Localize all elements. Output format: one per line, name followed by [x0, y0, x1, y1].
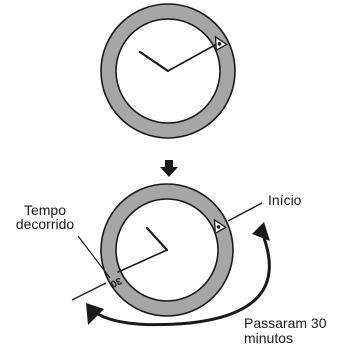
start-tick-line: [228, 203, 262, 221]
arrowhead-top-icon: [252, 222, 270, 241]
watch-before: [101, 4, 235, 138]
arrowhead-bottom-icon: [86, 303, 104, 325]
inicio-label: Início: [268, 193, 301, 207]
elapsed-tick-line: [72, 283, 106, 300]
minutos-label: minutos: [244, 331, 293, 345]
tempo-label: Tempo: [4, 203, 86, 217]
decorrido-label: decorrido: [4, 217, 86, 231]
watch-after: 30: [101, 184, 233, 316]
down-arrow-icon: [160, 160, 178, 177]
passaram-label: Passaram 30: [244, 316, 326, 330]
